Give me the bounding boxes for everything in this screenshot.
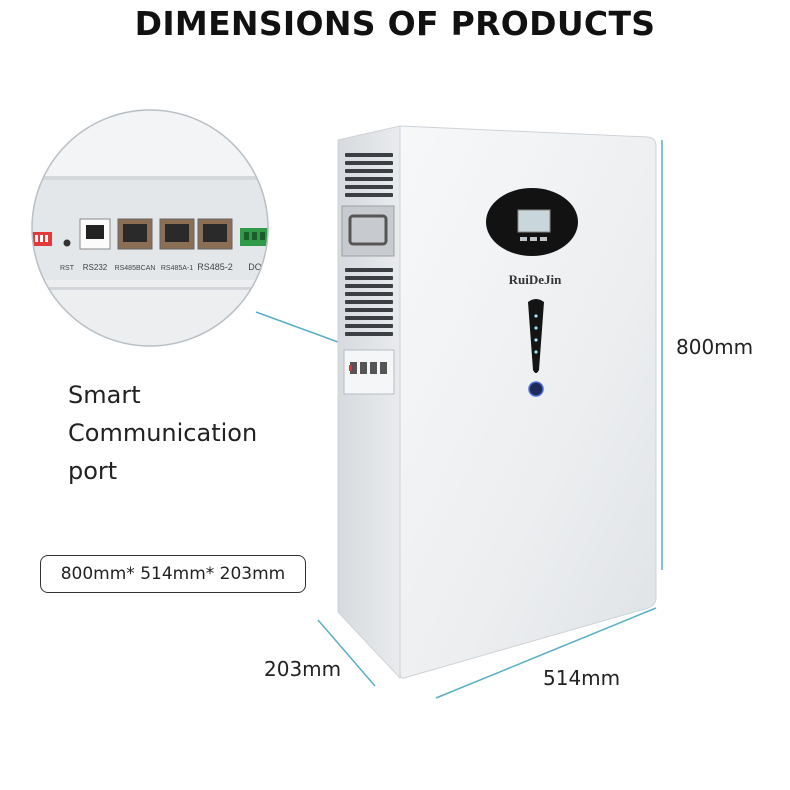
lcd-screen <box>517 209 551 233</box>
label-do: DO <box>248 262 262 272</box>
label-rs485a-1: RS485A-1 <box>161 265 193 272</box>
page-title: DIMENSIONS OF PRODUCTS <box>134 4 656 43</box>
battery-cabinet: RuiDeJin <box>337 125 657 680</box>
label-add: ADD <box>22 263 39 272</box>
communication-port-zoom: ADD RST RS232 RS485BCAN RS485A-1 RS485-2… <box>22 109 269 347</box>
top-vent <box>345 153 393 197</box>
brand-logo: RuiDeJin <box>509 272 563 287</box>
caption-line: Smart <box>68 381 141 409</box>
caption-line: port <box>68 457 118 485</box>
side-ports <box>350 362 387 374</box>
width-label: 514mm <box>543 666 621 690</box>
indicator-strip <box>528 299 544 373</box>
dimensions-summary-box: 800mm* 514mm* 203mm <box>40 555 306 593</box>
height-label: 800mm <box>676 335 754 359</box>
label-rs485bcan: RS485BCAN <box>115 265 156 272</box>
label-rs232: RS232 <box>83 263 108 272</box>
cabinet-front-panel <box>399 125 657 679</box>
zoom-connector-line <box>255 311 339 343</box>
width-dimension-line <box>435 607 657 699</box>
communication-port-caption: Smart Communication port <box>68 376 257 490</box>
depth-dimension-line <box>317 619 376 687</box>
label-rs485-2: RS485-2 <box>197 262 233 272</box>
caption-line: Communication <box>68 419 258 447</box>
bottom-vent <box>345 268 393 336</box>
label-rst: RST <box>60 265 75 272</box>
power-button-icon <box>528 381 544 397</box>
depth-label: 203mm <box>264 657 342 681</box>
reset-button-icon <box>63 239 71 247</box>
cabinet-side-panel <box>337 125 401 680</box>
display-buttons <box>520 237 547 241</box>
handle-icon <box>348 214 388 246</box>
